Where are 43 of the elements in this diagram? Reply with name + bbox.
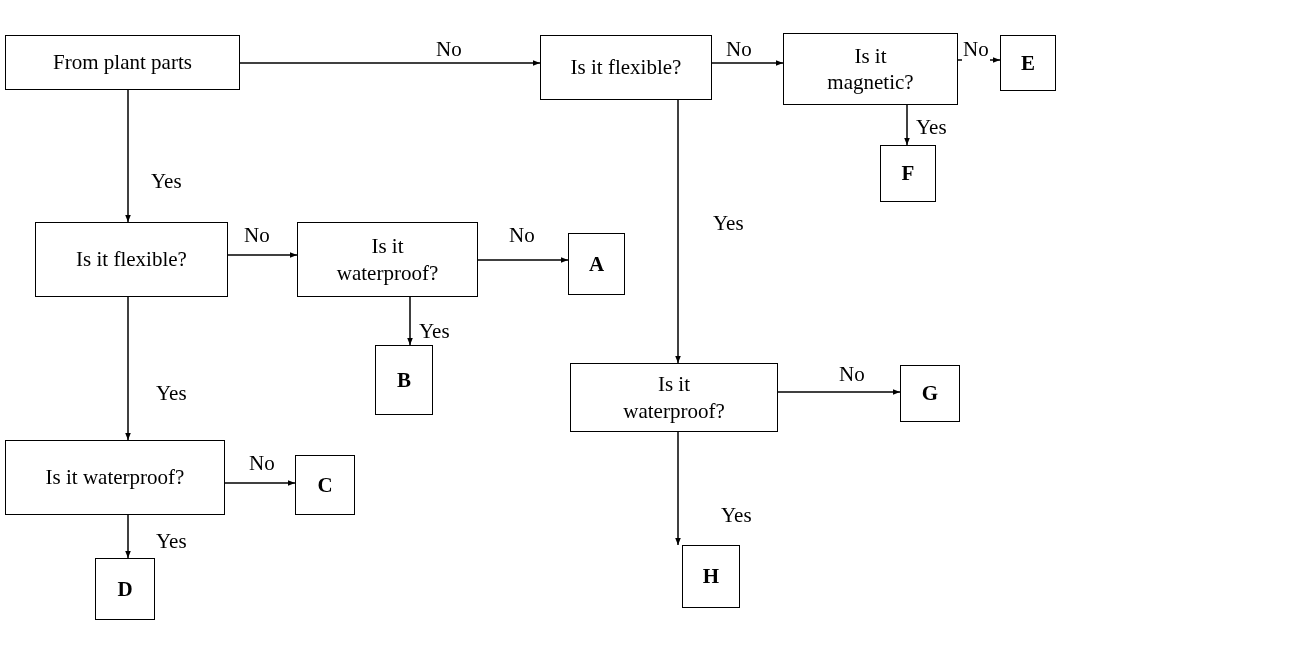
arrow (125, 514, 131, 559)
box-text: E (1020, 49, 1036, 77)
box-text: Is it waterproof? (622, 371, 726, 424)
question-box (783, 33, 958, 105)
arrow (224, 480, 296, 486)
box-text: Is it flexible? (75, 246, 188, 273)
box-text: F (900, 160, 916, 187)
question-box (570, 363, 778, 432)
box-text: Is it magnetic? (826, 42, 915, 96)
question-box (5, 35, 240, 90)
box-text: Is it waterproof? (335, 233, 440, 286)
answer-box (900, 365, 960, 422)
arrow (125, 296, 131, 441)
box-text: Is it flexible? (569, 54, 683, 81)
answer-box (682, 545, 740, 608)
answer-box (1000, 35, 1056, 91)
answer-box (95, 558, 155, 620)
box-text: Is it waterproof? (44, 464, 186, 491)
arrow (675, 99, 681, 364)
arrow (407, 296, 413, 346)
question-box (5, 440, 225, 515)
answer-box (375, 345, 433, 415)
arrow (125, 89, 131, 223)
box-text: G (920, 380, 940, 407)
question-box (297, 222, 478, 297)
box-text: B (396, 366, 412, 394)
box-text: From plant parts (52, 49, 193, 76)
arrow (711, 60, 784, 66)
arrow (477, 257, 569, 263)
arrow (675, 431, 681, 546)
arrow (239, 60, 541, 66)
answer-box (568, 233, 625, 295)
box-text: C (316, 471, 334, 499)
box-text: D (116, 575, 134, 603)
question-box (540, 35, 712, 100)
arrow (227, 252, 298, 258)
arrow (904, 104, 910, 146)
answer-box (295, 455, 355, 515)
arrow (777, 389, 901, 395)
answer-box (880, 145, 936, 202)
question-box (35, 222, 228, 297)
box-text: A (587, 250, 606, 278)
box-text: H (701, 563, 721, 590)
